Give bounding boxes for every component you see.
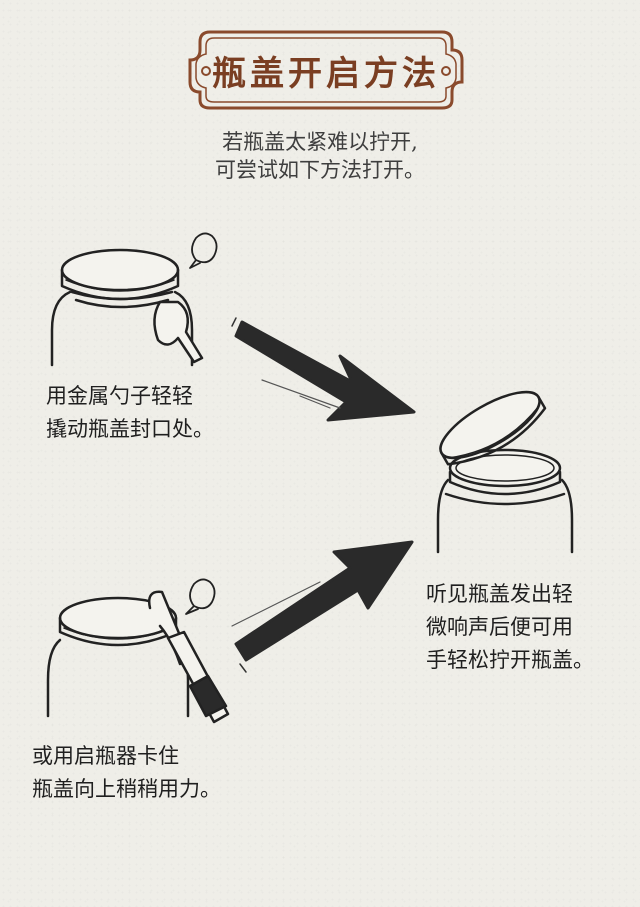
step-2-caption: 或用启瓶器卡住 瓶盖向上稍稍用力。 xyxy=(32,740,221,806)
page-title: 瓶盖开启方法 xyxy=(212,53,440,94)
subtitle: 若瓶盖太紧难以拧开, 可尝试如下方法打开。 xyxy=(160,128,480,184)
step-1-caption: 用金属勺子轻轻 撬动瓶盖封口处。 xyxy=(46,380,214,446)
subtitle-line-1: 若瓶盖太紧难以拧开, xyxy=(222,130,418,154)
result-line-3: 手轻松拧开瓶盖。 xyxy=(426,648,594,672)
arrow-right-up xyxy=(231,540,414,673)
jar-with-spoon-illustration xyxy=(50,232,218,367)
open-jar-illustration xyxy=(436,390,574,554)
step-2-line-1: 或用启瓶器卡住 xyxy=(32,744,179,768)
jar-with-opener-illustration xyxy=(46,578,230,724)
result-line-2: 微响声后便可用 xyxy=(426,615,573,639)
subtitle-line-2: 可尝试如下方法打开。 xyxy=(215,158,425,182)
title-plaque-frame xyxy=(188,30,464,110)
result-caption: 听见瓶盖发出轻 微响声后便可用 手轻松拧开瓶盖。 xyxy=(426,578,594,677)
step-2-line-2: 瓶盖向上稍稍用力。 xyxy=(32,777,221,801)
arrow-right-down xyxy=(231,317,416,422)
step-1-line-1: 用金属勺子轻轻 xyxy=(46,384,193,408)
result-line-1: 听见瓶盖发出轻 xyxy=(426,582,573,606)
step-1-line-2: 撬动瓶盖封口处。 xyxy=(46,417,214,441)
title-plaque: 瓶盖开启方法 xyxy=(188,30,464,110)
